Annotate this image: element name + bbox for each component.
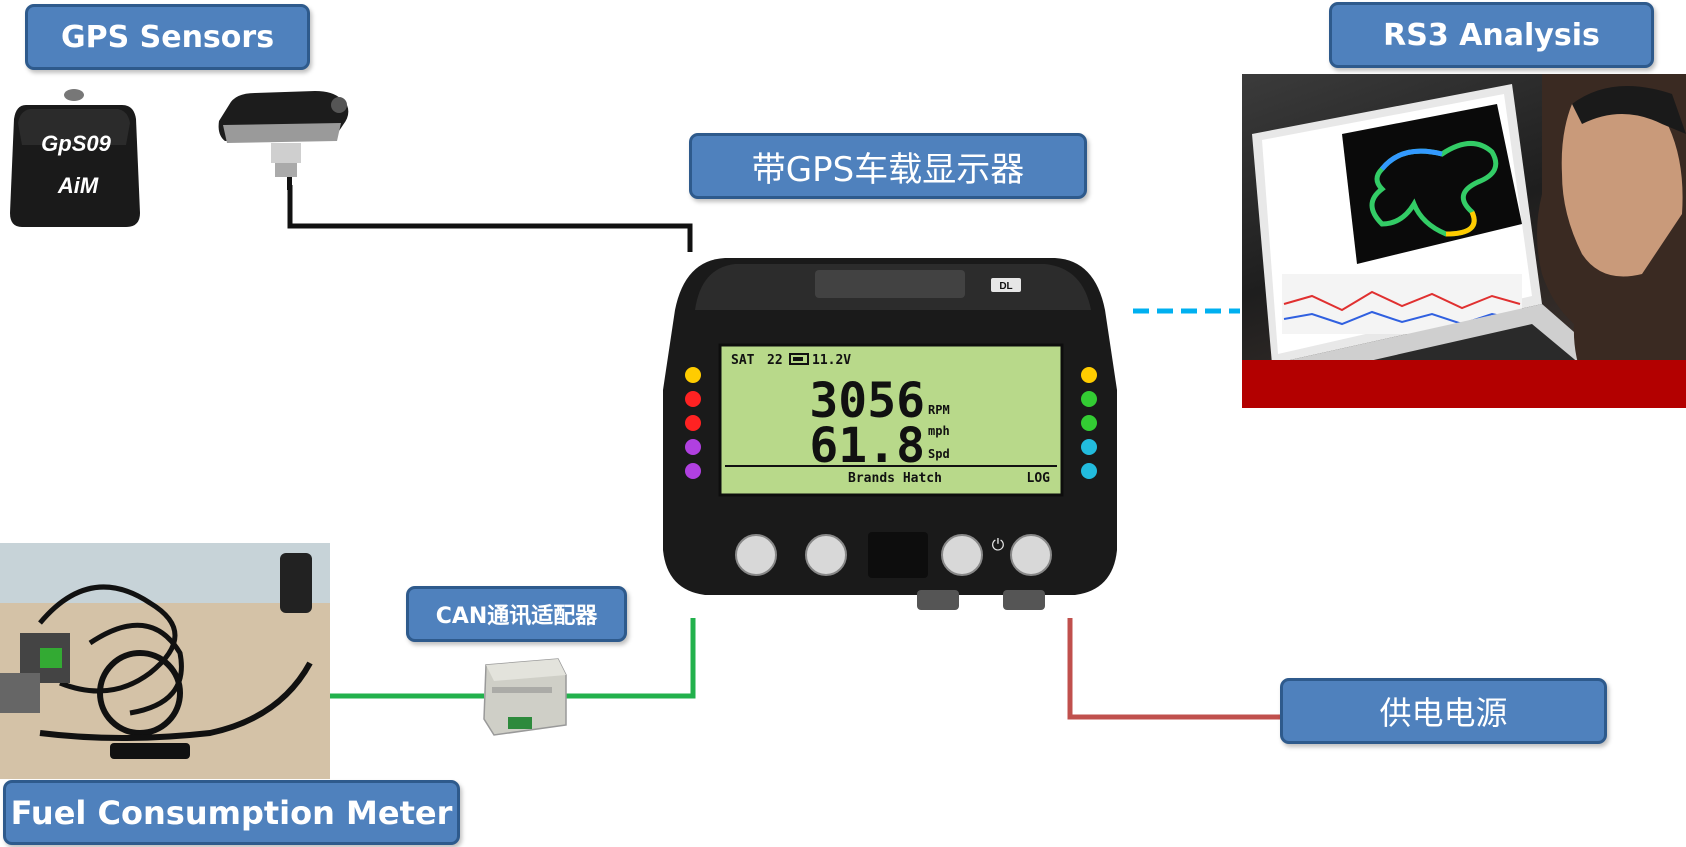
led-left-3 [685, 415, 701, 431]
fuel-meter-label: Fuel Consumption Meter [3, 780, 460, 845]
dash-button-3[interactable] [941, 534, 983, 576]
led-left-1 [685, 367, 701, 383]
rs3-analysis-label: RS3 Analysis [1329, 2, 1654, 68]
lcd-sat-label: SAT [731, 353, 755, 368]
can-adapter-device [483, 658, 567, 736]
gps09-module: GpS09 AiM [10, 89, 140, 227]
led-left-2 [685, 391, 701, 407]
lcd-rpm-unit: RPM [928, 403, 950, 417]
led-right-5 [1081, 463, 1097, 479]
dash-button-2[interactable] [805, 534, 847, 576]
rs3-analysis-photo [1242, 74, 1686, 408]
rs3-red-banner [1242, 360, 1686, 408]
lcd-rpm-value: 3056 [809, 373, 925, 429]
led-right-1 [1081, 367, 1097, 383]
dash-button-power[interactable] [1010, 534, 1052, 576]
led-left-5 [685, 463, 701, 479]
connector-left [917, 590, 959, 610]
gps-sensors-label: GPS Sensors [25, 4, 310, 70]
led-right-2 [1081, 391, 1097, 407]
dl-badge-text: DL [999, 281, 1012, 292]
led-right-3 [1081, 415, 1097, 431]
dl-badge [991, 278, 1021, 292]
dash-sensor-window [868, 532, 928, 578]
power-wire [1067, 618, 1282, 720]
lcd-speed-unit-top: mph [928, 424, 950, 438]
led-right-4 [1081, 439, 1097, 455]
can-wire-right [566, 618, 696, 699]
lcd-voltage: 11.2V [812, 353, 851, 368]
lcd-speed-value: 61.8 [809, 418, 925, 474]
gps09-brand-text: AiM [57, 173, 99, 198]
connector-right [1003, 590, 1045, 610]
gps09-model-text: GpS09 [41, 131, 111, 156]
lcd-screen [718, 343, 1064, 497]
dash-button-1[interactable] [735, 534, 777, 576]
lcd-log-label: LOG [1027, 471, 1051, 486]
power-supply-label: 供电电源 [1280, 678, 1607, 744]
can-adapter-label: CAN通讯适配器 [406, 586, 627, 642]
gps-wire [287, 185, 693, 252]
lcd-sat-count: 22 [767, 353, 783, 368]
gps-dash-display: DL SAT 22 11.2V 3056 RPM 61.8 mph Spd Br… [663, 258, 1117, 610]
power-icon: ⏻ [992, 535, 1005, 554]
led-left-4 [685, 439, 701, 455]
battery-icon [789, 353, 809, 365]
gps-puck-sensor [218, 91, 349, 190]
lcd-speed-unit-bottom: Spd [928, 447, 950, 461]
lcd-track-name: Brands Hatch [848, 471, 942, 486]
fuel-meter-photo [0, 543, 330, 779]
display-unit-label: 带GPS车载显示器 [689, 133, 1087, 199]
